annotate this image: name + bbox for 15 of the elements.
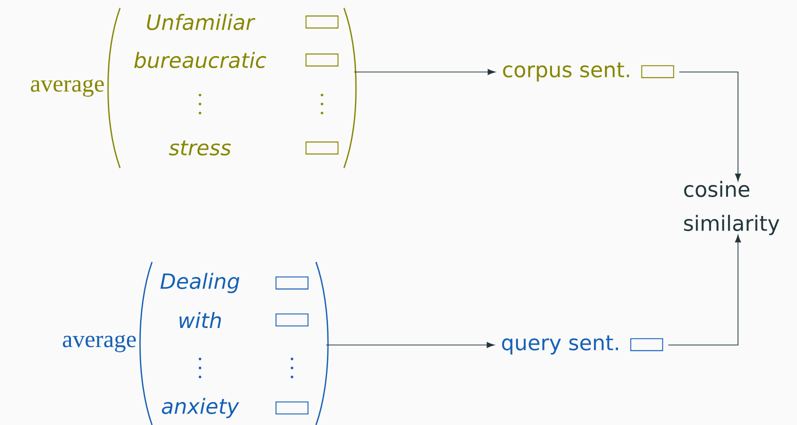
sentence-vector: corpus sent. [503, 62, 675, 82]
side-label: average [30, 79, 104, 97]
arrow [678, 72, 741, 182]
word: Unfamiliar [147, 14, 256, 30]
word: Dealing [160, 272, 240, 294]
sentence-vector: query sent. [502, 335, 664, 355]
arrow [668, 234, 741, 346]
result-label: cosine similarity [684, 180, 780, 236]
arrow [354, 69, 496, 75]
word: bureaucratic [134, 52, 266, 68]
word: with [180, 312, 221, 328]
word: anxiety [162, 398, 240, 418]
side-label: average [62, 334, 136, 352]
word: stress [168, 140, 231, 156]
arrow [326, 342, 494, 348]
